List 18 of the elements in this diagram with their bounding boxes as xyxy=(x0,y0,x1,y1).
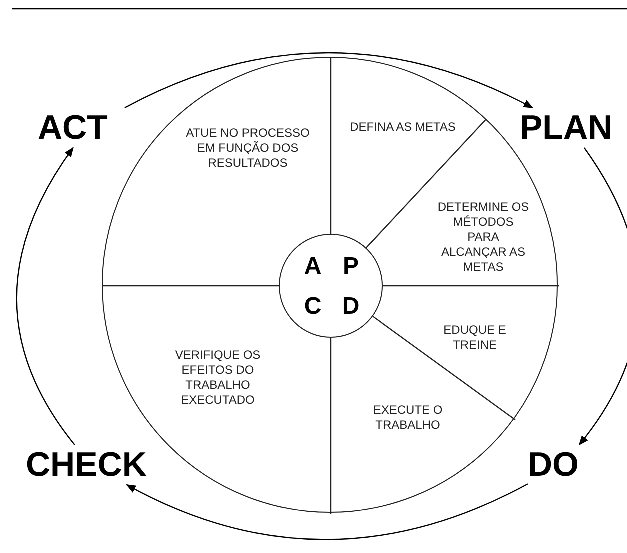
step-text: DETERMINE OS MÉTODOS PARA ALCANÇAR AS METAS xyxy=(436,200,531,280)
quadrant-letter: D xyxy=(336,292,366,322)
curved-arrow xyxy=(126,484,528,540)
quadrant-letter: C xyxy=(298,292,328,322)
curved-arrow xyxy=(16,147,76,446)
quadrant-letter: A xyxy=(298,252,328,282)
curved-arrow xyxy=(578,148,627,446)
quadrant-letter: P xyxy=(336,252,366,282)
step-text: EXECUTE O TRABALHO xyxy=(353,403,463,435)
step-text: ATUE NO PROCESSO EM FUNÇÃO DOS RESULTADOS xyxy=(183,126,313,206)
step-text: DEFINA AS METAS xyxy=(348,120,458,152)
curved-arrow xyxy=(124,52,534,109)
step-text: EDUQUE E TREINE xyxy=(425,323,525,355)
stage-label: CHECK xyxy=(26,445,156,485)
stage-label: DO xyxy=(528,445,598,485)
stage-label: PLAN xyxy=(520,108,620,148)
step-text: VERIFIQUE OS EFEITOS DO TRABALHO EXECUTADO xyxy=(153,348,283,428)
stage-label: ACT xyxy=(38,108,138,148)
